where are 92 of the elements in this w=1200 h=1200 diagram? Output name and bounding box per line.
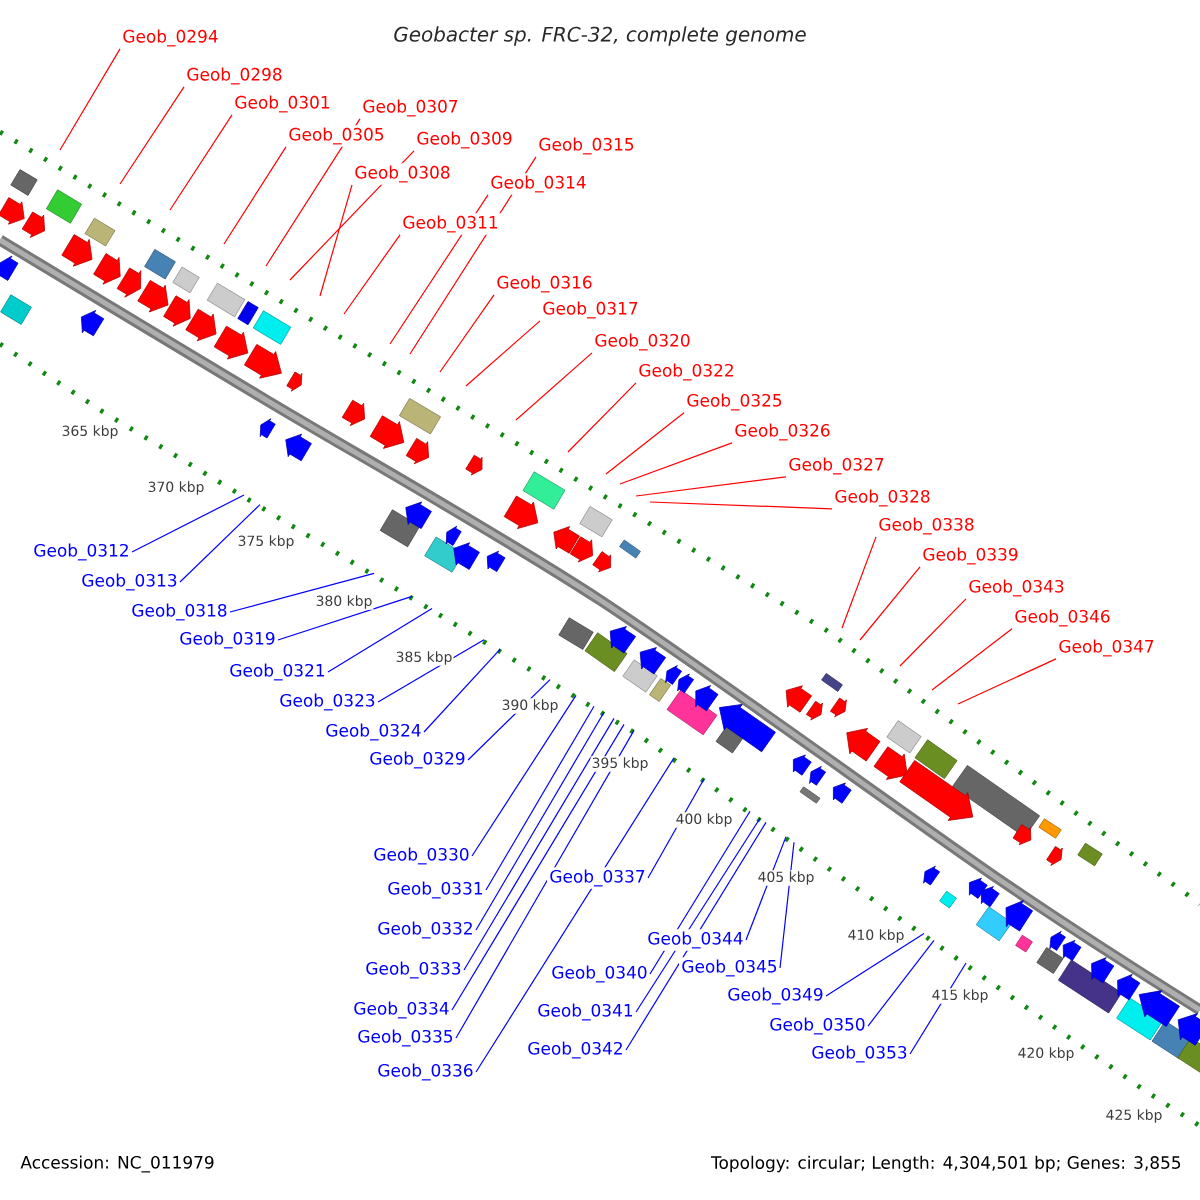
leader-line [475, 757, 675, 1073]
leader-line [899, 598, 967, 667]
leader-line [485, 705, 595, 891]
gene-label: Geob_0321 [230, 663, 325, 681]
gene-label: Geob_0313 [82, 573, 177, 591]
leader-line [319, 184, 353, 297]
leader-line [867, 939, 935, 1027]
leader-line [825, 932, 925, 997]
gene-label: Geob_0334 [354, 1001, 449, 1019]
gene-label: Geob_0312 [34, 543, 128, 561]
gene-label: Geob_0344 [648, 931, 743, 949]
gene-label: Geob_0316 [497, 275, 592, 293]
gene-label: Geob_0328 [835, 489, 930, 507]
gene-label: Geob_0320 [595, 333, 690, 351]
gene-label: Geob_0319 [180, 631, 275, 649]
gene-label: Geob_0346 [1015, 609, 1110, 627]
gene-label: Geob_0298 [187, 67, 282, 85]
leader-line [463, 717, 615, 971]
gene-label: Geob_0335 [358, 1029, 453, 1047]
leader-line [277, 595, 413, 641]
gene-label: Geob_0314 [491, 175, 586, 193]
gene-label: Geob_0325 [687, 393, 782, 411]
leader-line [289, 150, 415, 281]
leader-line [841, 536, 877, 629]
leader-line [567, 382, 637, 453]
gene-label: Geob_0349 [728, 987, 823, 1005]
gene-label: Geob_0326 [735, 423, 830, 441]
leader-line [179, 504, 261, 583]
gene-label: Geob_0330 [374, 847, 469, 865]
leader-line [451, 723, 625, 1011]
gene-label: Geob_0317 [543, 301, 638, 319]
leader-line [119, 86, 185, 185]
accession-text: Accession: NC_011979 [20, 1155, 214, 1173]
gene-label: Geob_0308 [355, 165, 450, 183]
leader-line [169, 114, 233, 211]
gene-label: Geob_0307 [363, 99, 458, 117]
gene-label: Geob_0338 [879, 517, 974, 535]
gene-label: Geob_0345 [682, 959, 777, 977]
leader-line [957, 658, 1057, 705]
leader-line [439, 294, 495, 373]
leader-line [229, 572, 375, 613]
leader-line [605, 412, 685, 475]
gene-label: Geob_0311 [403, 215, 498, 233]
gene-label: Geob_0322 [639, 363, 733, 381]
gene-label: Geob_0327 [789, 457, 884, 475]
leader-line [265, 118, 361, 267]
gene-label: Geob_0341 [538, 1003, 633, 1021]
gene-label: Geob_0347 [1059, 639, 1154, 657]
gene-label: Geob_0294 [123, 29, 218, 47]
leader-line [931, 628, 1013, 691]
gene-label: Geob_0331 [388, 881, 483, 899]
leader-line [389, 194, 489, 345]
leader-line [131, 494, 245, 553]
leader-line [635, 817, 761, 1013]
gene-label: Geob_0353 [812, 1045, 907, 1063]
gene-label: Geob_0323 [280, 693, 375, 711]
gene-label: Geob_0309 [417, 131, 512, 149]
gene-label: Geob_0337 [550, 869, 645, 887]
gene-label: Geob_0343 [969, 579, 1064, 597]
leader-line [223, 146, 287, 245]
leader-line [649, 501, 833, 510]
gene-label: Geob_0339 [923, 547, 1018, 565]
leader-line [625, 821, 767, 1051]
gene-label: Geob_0350 [770, 1017, 865, 1035]
gene-label: Geob_0333 [366, 961, 461, 979]
gene-label: Geob_0332 [378, 921, 472, 939]
leader-line [859, 566, 921, 641]
leader-line [619, 442, 733, 485]
leader-line [779, 841, 795, 969]
title: Geobacter sp. FRC-32, complete genome [394, 26, 806, 46]
gene-label: Geob_0336 [378, 1063, 473, 1081]
leader-line [377, 639, 485, 703]
leader-line [327, 607, 433, 673]
leader-line [343, 234, 401, 315]
gene-label: Geob_0301 [235, 95, 330, 113]
gene-label: Geob_0342 [528, 1041, 622, 1059]
leader-line [515, 352, 593, 421]
leader-line [409, 156, 537, 355]
leader-line [475, 711, 605, 931]
gene-label: Geob_0329 [370, 751, 465, 769]
genome-info-text: Topology: circular; Length: 4,304,501 bp; Genes: 3,855 [710, 1155, 1181, 1173]
gene-label: Geob_0324 [326, 723, 421, 741]
gene-label: Geob_0315 [539, 137, 634, 155]
gene-label: Geob_0340 [552, 965, 647, 983]
leader-line [423, 648, 501, 733]
leader-line [59, 48, 121, 151]
leader-line [465, 320, 541, 387]
leader-line [455, 729, 635, 1039]
gene-label: Geob_0318 [132, 603, 227, 621]
leader-line [471, 694, 577, 857]
gene-label: Geob_0305 [289, 127, 384, 145]
leader-line [635, 476, 787, 497]
